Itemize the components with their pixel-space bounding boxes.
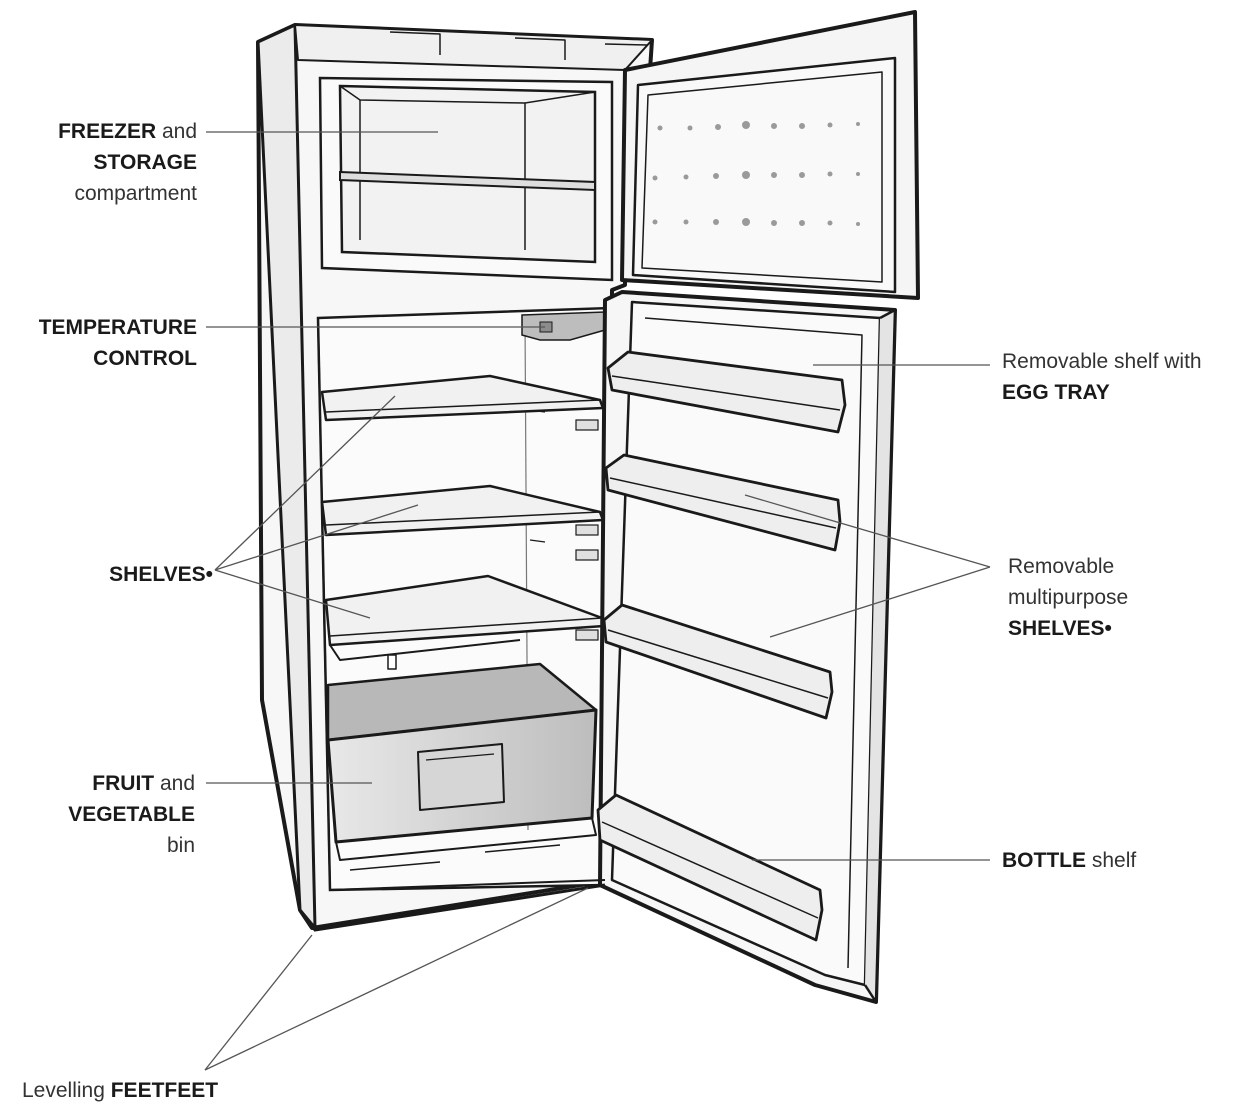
bottle-label-rest: shelf [1086,849,1137,872]
cabinet-base [298,879,606,932]
freezer-compartment [318,76,614,282]
door-shelves-label: SHELVES• [1008,617,1112,640]
feet-label: FEETFEET [110,1079,219,1102]
label-freezer: FREEZER and STORAGE compartment [10,116,197,209]
egg-tray-label: EGG TRAY [1002,381,1110,404]
removable-shelf-label: Removable shelf with [1002,350,1202,373]
compartment-label: compartment [74,182,197,205]
temperature-label: TEMPERATURE [38,316,197,339]
freezer-label-bold: FREEZER [58,120,157,143]
storage-label-bold: STORAGE [93,151,197,174]
leader-shelves-1 [214,395,396,571]
egg-tray-bin [606,350,847,434]
removable-label: Removable [1008,555,1115,578]
leader-feet-1 [204,934,313,1071]
label-egg-tray: Removable shelf with EGG TRAY [1002,346,1202,408]
leader-feet-2 [204,887,589,1071]
label-bottle-shelf: BOTTLE shelf [1002,845,1136,876]
leader-door-shelves-2 [769,566,991,638]
leader-shelves-3 [214,569,371,619]
bottle-bin [596,793,824,942]
label-levelling-feet: Levelling FEETFEET [22,1075,218,1106]
label-door-shelves: Removable multipurpose SHELVES• [1008,551,1128,644]
vegetable-bin [326,662,598,871]
fruit-label-rest: and [154,772,195,795]
label-temperature-control: TEMPERATURE CONTROL [0,312,197,374]
shelves [320,374,606,670]
levelling-label: Levelling [22,1079,111,1102]
label-fruit-vegetable: FRUIT and VEGETABLE bin [10,768,195,861]
fruit-label-bold: FRUIT [92,772,155,795]
leader-lines [204,131,991,1071]
freezer-label-rest: and [156,120,197,143]
leader-door-shelves-1 [744,494,991,568]
shelves-label: SHELVES• [109,563,213,586]
multipurpose-label: multipurpose [1008,586,1129,609]
control-label: CONTROL [93,347,197,370]
door-bins [596,350,847,942]
bin-label: bin [166,834,195,857]
leader-shelves-2 [214,504,419,571]
door-bin-3 [602,603,834,720]
freezer-door [620,10,920,300]
label-shelves: SHELVES• [10,559,213,590]
bottle-label-bold: BOTTLE [1002,849,1086,872]
freezer-door-dimples [652,121,860,226]
vegetable-label-bold: VEGETABLE [68,803,195,826]
